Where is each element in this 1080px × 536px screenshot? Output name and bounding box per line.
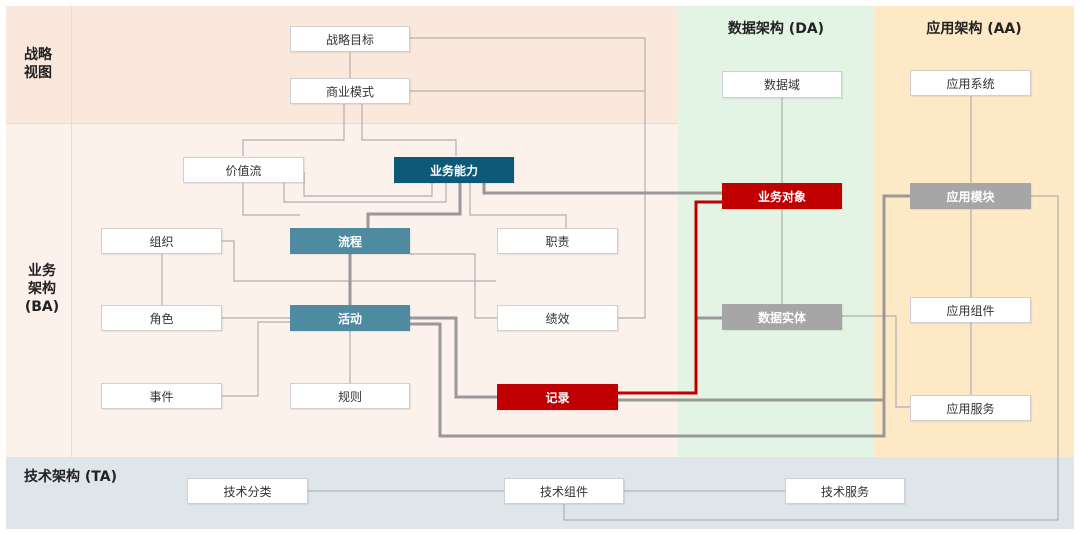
node-responsibility: 职责 bbox=[497, 228, 618, 254]
node-business-capability: 业务能力 bbox=[394, 157, 514, 183]
link-entity-appservice bbox=[842, 315, 910, 408]
node-application-service: 应用服务 bbox=[910, 395, 1031, 421]
node-role: 角色 bbox=[101, 305, 222, 331]
link-valuestream-capability-3 bbox=[283, 183, 447, 203]
link-model-valuestream bbox=[242, 104, 345, 156]
node-business-object: 业务对象 bbox=[722, 183, 842, 209]
application-zone-label: 应用架构 (AA) bbox=[926, 21, 1022, 37]
node-record: 记录 bbox=[497, 384, 618, 410]
link-capability-responsibility bbox=[469, 183, 567, 228]
link-event-activity bbox=[222, 321, 291, 397]
strategy-zone-label: 战略 视图 bbox=[24, 47, 52, 81]
node-event: 事件 bbox=[101, 383, 222, 409]
data-zone-label: 数据架构 (DA) bbox=[727, 21, 825, 37]
strategy-business-divider bbox=[6, 123, 678, 124]
node-business-model: 商业模式 bbox=[290, 78, 410, 104]
node-application-system: 应用系统 bbox=[910, 70, 1031, 96]
link-capability-businessobject bbox=[482, 183, 722, 195]
technology-zone-label: 技术架构 (TA) bbox=[24, 469, 117, 485]
link-process-performance bbox=[410, 253, 497, 319]
link-model-capability bbox=[361, 104, 457, 156]
node-strategic-goal: 战略目标 bbox=[290, 26, 410, 52]
link-activity-appmodule bbox=[410, 194, 910, 438]
node-performance: 绩效 bbox=[497, 305, 618, 331]
link-record-businessobject bbox=[618, 200, 722, 395]
label-column bbox=[6, 6, 72, 457]
node-rule: 规则 bbox=[290, 383, 410, 409]
node-application-component: 应用组件 bbox=[910, 297, 1031, 323]
node-tech-component: 技术组件 bbox=[504, 478, 624, 504]
link-valuestream-capability bbox=[242, 183, 300, 216]
node-data-entity: 数据实体 bbox=[722, 304, 842, 330]
node-application-module: 应用模块 bbox=[910, 183, 1031, 209]
node-organization: 组织 bbox=[101, 228, 222, 254]
link-module-techcomp bbox=[563, 195, 1059, 521]
link-goal-performance bbox=[410, 37, 646, 319]
link-valuestream-capability-2 bbox=[303, 172, 433, 197]
link-activity-record bbox=[410, 316, 497, 399]
node-data-domain: 数据域 bbox=[722, 71, 842, 98]
node-tech-service: 技术服务 bbox=[785, 478, 905, 504]
node-tech-category: 技术分类 bbox=[187, 478, 308, 504]
link-capability-process bbox=[366, 183, 462, 228]
strategy-zone bbox=[6, 6, 678, 124]
node-value-stream: 价值流 bbox=[183, 157, 304, 183]
business-zone-label: 业务 架构 (BA) bbox=[24, 263, 60, 315]
node-process: 流程 bbox=[290, 228, 410, 254]
node-activity: 活动 bbox=[290, 305, 410, 331]
